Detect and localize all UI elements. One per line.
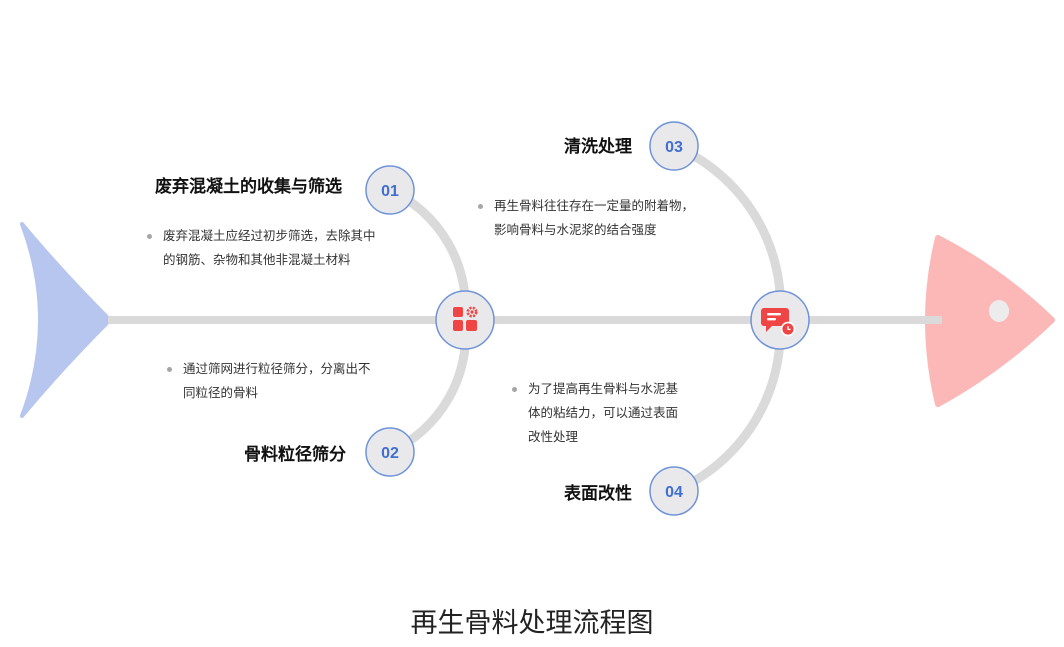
- step-description-04: 为了提高再生骨料与水泥基 体的粘结力，可以通过表面 改性处理: [512, 377, 718, 449]
- hub-node-left: [435, 290, 495, 350]
- fish-eye: [989, 300, 1009, 322]
- description-line: 的钢筋、杂物和其他非混凝土材料: [163, 252, 351, 267]
- step-heading-01: 废弃混凝土的收集与筛选: [155, 177, 342, 197]
- step-node-03: 03: [649, 121, 699, 171]
- fish-head: [925, 235, 1055, 407]
- step-number: 03: [665, 139, 683, 156]
- step-node-04: 04: [649, 466, 699, 516]
- fish-tail: [20, 222, 112, 418]
- chat-clock-icon: [761, 308, 796, 337]
- step-description-01: 废弃混凝土应经过初步筛选，去除其中 的钢筋、杂物和其他非混凝土材料: [147, 224, 413, 272]
- step-node-02: 02: [365, 427, 415, 477]
- step-heading-02: 骨料粒径筛分: [244, 445, 346, 465]
- bullet-dot: [147, 234, 152, 239]
- step-description-03: 再生骨料往往存在一定量的附着物， 影响骨料与水泥浆的结合强度: [478, 194, 729, 242]
- bullet-dot: [167, 367, 172, 372]
- hub-node-right: [750, 290, 810, 350]
- bullet-dot: [478, 204, 483, 209]
- diagram-title: 再生骨料处理流程图: [410, 608, 654, 639]
- description-line: 体的粘结力，可以通过表面: [528, 405, 679, 420]
- description-line: 通过筛网进行粒径筛分，分离出不: [183, 361, 371, 376]
- apps-gear-icon: [453, 306, 478, 331]
- description-line: 影响骨料与水泥浆的结合强度: [494, 222, 657, 237]
- step-number: 02: [381, 445, 399, 462]
- step-number: 04: [665, 484, 683, 501]
- description-line: 再生骨料往往存在一定量的附着物，: [494, 198, 695, 213]
- description-line: 同粒径的骨料: [183, 385, 259, 400]
- description-line: 为了提高再生骨料与水泥基: [528, 381, 679, 396]
- step-description-02: 通过筛网进行粒径筛分，分离出不 同粒径的骨料: [167, 357, 408, 405]
- description-line: 改性处理: [528, 429, 579, 444]
- step-number: 01: [381, 183, 399, 200]
- step-heading-03: 清洗处理: [564, 137, 632, 157]
- step-heading-04: 表面改性: [564, 484, 632, 504]
- bullet-dot: [512, 387, 517, 392]
- description-line: 废弃混凝土应经过初步筛选，去除其中: [163, 228, 376, 243]
- step-node-01: 01: [365, 165, 415, 215]
